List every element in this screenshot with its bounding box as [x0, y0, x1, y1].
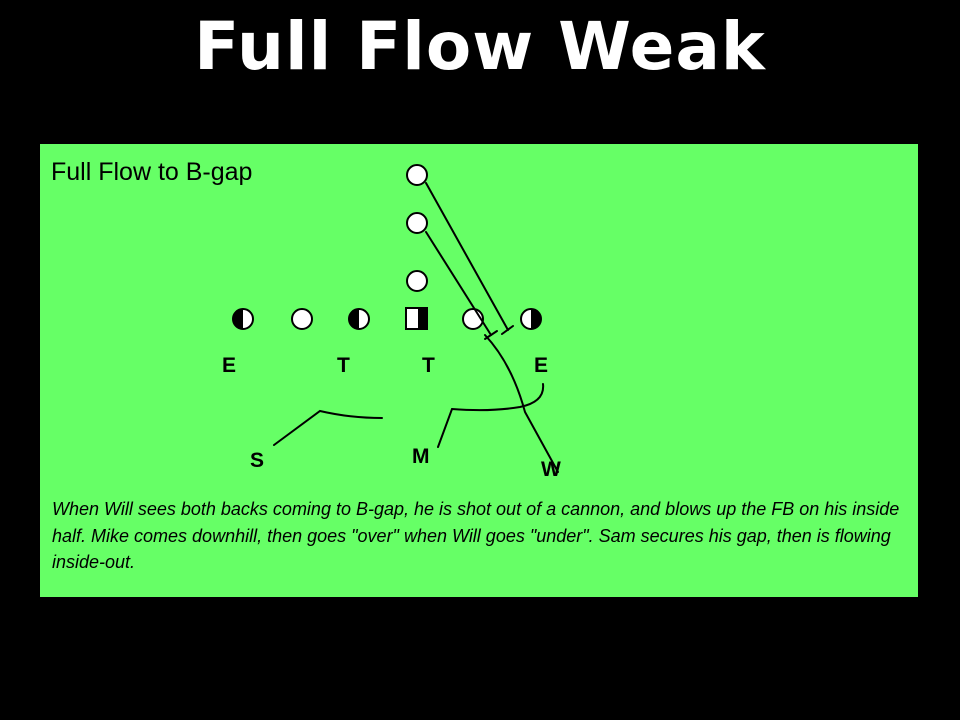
sam-path: [273, 409, 383, 446]
fb-circle: [406, 212, 428, 234]
label-t-right: T: [422, 354, 435, 377]
play-panel: Full Flow to B-gap E T T E S M W: [40, 144, 918, 597]
tb-circle: [406, 270, 428, 292]
qb-circle: [406, 164, 428, 186]
label-will: W: [541, 458, 561, 481]
qb-path: [425, 182, 509, 331]
center-square-fill: [418, 309, 426, 328]
play-title: Full Flow to B-gap: [51, 158, 253, 186]
offense-half-fill-3: [349, 309, 359, 329]
label-mike: M: [412, 445, 430, 468]
label-e-right: E: [534, 354, 548, 377]
offense-half-fill-6: [531, 309, 541, 329]
slide-title: Full Flow Weak: [194, 8, 766, 85]
play-diagram: E T T E S M W: [222, 164, 561, 481]
mike-path: [437, 383, 545, 448]
label-t-left: T: [337, 354, 350, 377]
play-description: When Will sees both backs coming to B-ga…: [52, 499, 900, 572]
offense-circle-2: [291, 308, 313, 330]
offense-half-fill-1: [233, 309, 243, 329]
label-e-left: E: [222, 354, 236, 377]
qb-path-block: [501, 325, 514, 335]
fb-path: [425, 231, 492, 336]
label-sam: S: [250, 449, 264, 472]
will-path: [484, 334, 559, 473]
